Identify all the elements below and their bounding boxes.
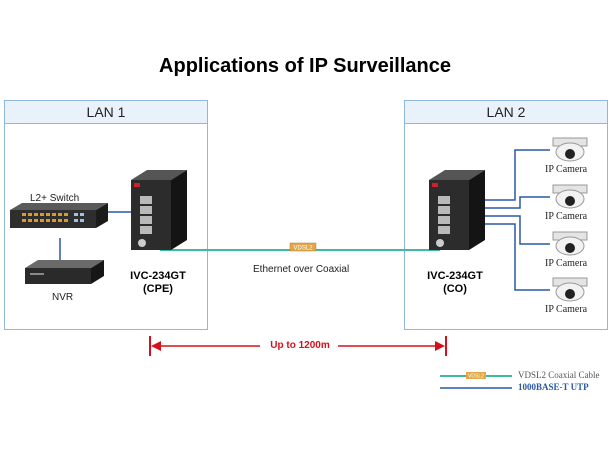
vdsl2-tag-box <box>289 242 317 252</box>
camera-icon-1 <box>552 137 588 162</box>
cpe-device-icon <box>131 170 187 250</box>
camera-icon-3 <box>552 231 588 256</box>
lan2-label: LAN 2 <box>405 101 607 124</box>
legend-utp-label: 1000BASE-T UTP <box>518 382 589 392</box>
distance-label: Up to 1200m <box>270 340 330 351</box>
link-label: Ethernet over Coaxial <box>253 264 350 275</box>
co-role: (CO) <box>443 283 467 295</box>
camera-label-4: IP Camera <box>545 304 588 315</box>
camera-label-2: IP Camera <box>545 211 588 222</box>
camera-label-1: IP Camera <box>545 164 588 175</box>
co-model: IVC-234GT <box>427 270 483 282</box>
vdsl2-tag: VDSL2 <box>293 246 313 252</box>
cpe-role: (CPE) <box>143 283 173 295</box>
co-label: IVC-234GT (CO) <box>415 270 495 296</box>
camera-label-3: IP Camera <box>545 258 588 269</box>
legend-vdsl2-tag: VDSL2 <box>468 374 484 380</box>
legend: VDSL2 <box>440 372 512 389</box>
legend-coax-label: VDSL2 Coaxial Cable <box>518 370 600 380</box>
nvr-icon <box>25 260 104 284</box>
utp-camera-links <box>485 149 550 291</box>
camera-icon-2 <box>552 184 588 209</box>
distance-arrow <box>149 336 447 356</box>
co-device-icon <box>429 170 485 250</box>
l2-switch-icon <box>10 203 108 228</box>
lan1-label: LAN 1 <box>5 101 207 124</box>
camera-icon-4 <box>552 277 588 302</box>
switch-label: L2+ Switch <box>30 193 80 204</box>
cpe-label: IVC-234GT (CPE) <box>118 270 198 296</box>
diagram-title: Applications of IP Surveillance <box>159 55 451 77</box>
nvr-label: NVR <box>52 292 74 303</box>
cpe-model: IVC-234GT <box>130 270 186 282</box>
